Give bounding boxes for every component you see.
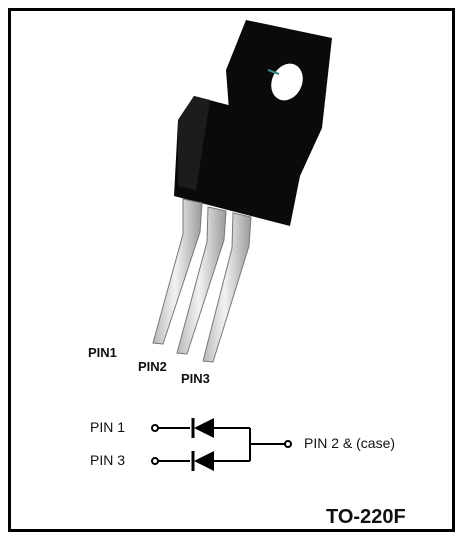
lead-3 bbox=[202, 212, 252, 363]
diode1-triangle bbox=[194, 418, 214, 438]
transistor-package bbox=[174, 20, 332, 226]
pin3-terminal bbox=[151, 457, 159, 465]
schematic-pin2-label: PIN 2 & (case) bbox=[304, 435, 396, 451]
schematic-pin3-label: PIN 3 bbox=[90, 452, 126, 468]
lead-1 bbox=[152, 198, 203, 345]
pin2-terminal bbox=[284, 440, 292, 448]
pin2-label: PIN2 bbox=[138, 359, 167, 374]
diode2-triangle bbox=[194, 451, 214, 471]
pin3-label: PIN3 bbox=[181, 371, 210, 386]
schematic bbox=[151, 418, 292, 471]
pin1-label: PIN1 bbox=[88, 345, 117, 360]
pin1-terminal bbox=[151, 424, 159, 432]
package-name: TO-220F bbox=[326, 506, 406, 528]
pin-leads bbox=[152, 198, 252, 363]
schematic-pin1-label: PIN 1 bbox=[90, 419, 126, 435]
lead-2 bbox=[176, 206, 227, 355]
mounting-hole bbox=[271, 63, 303, 101]
